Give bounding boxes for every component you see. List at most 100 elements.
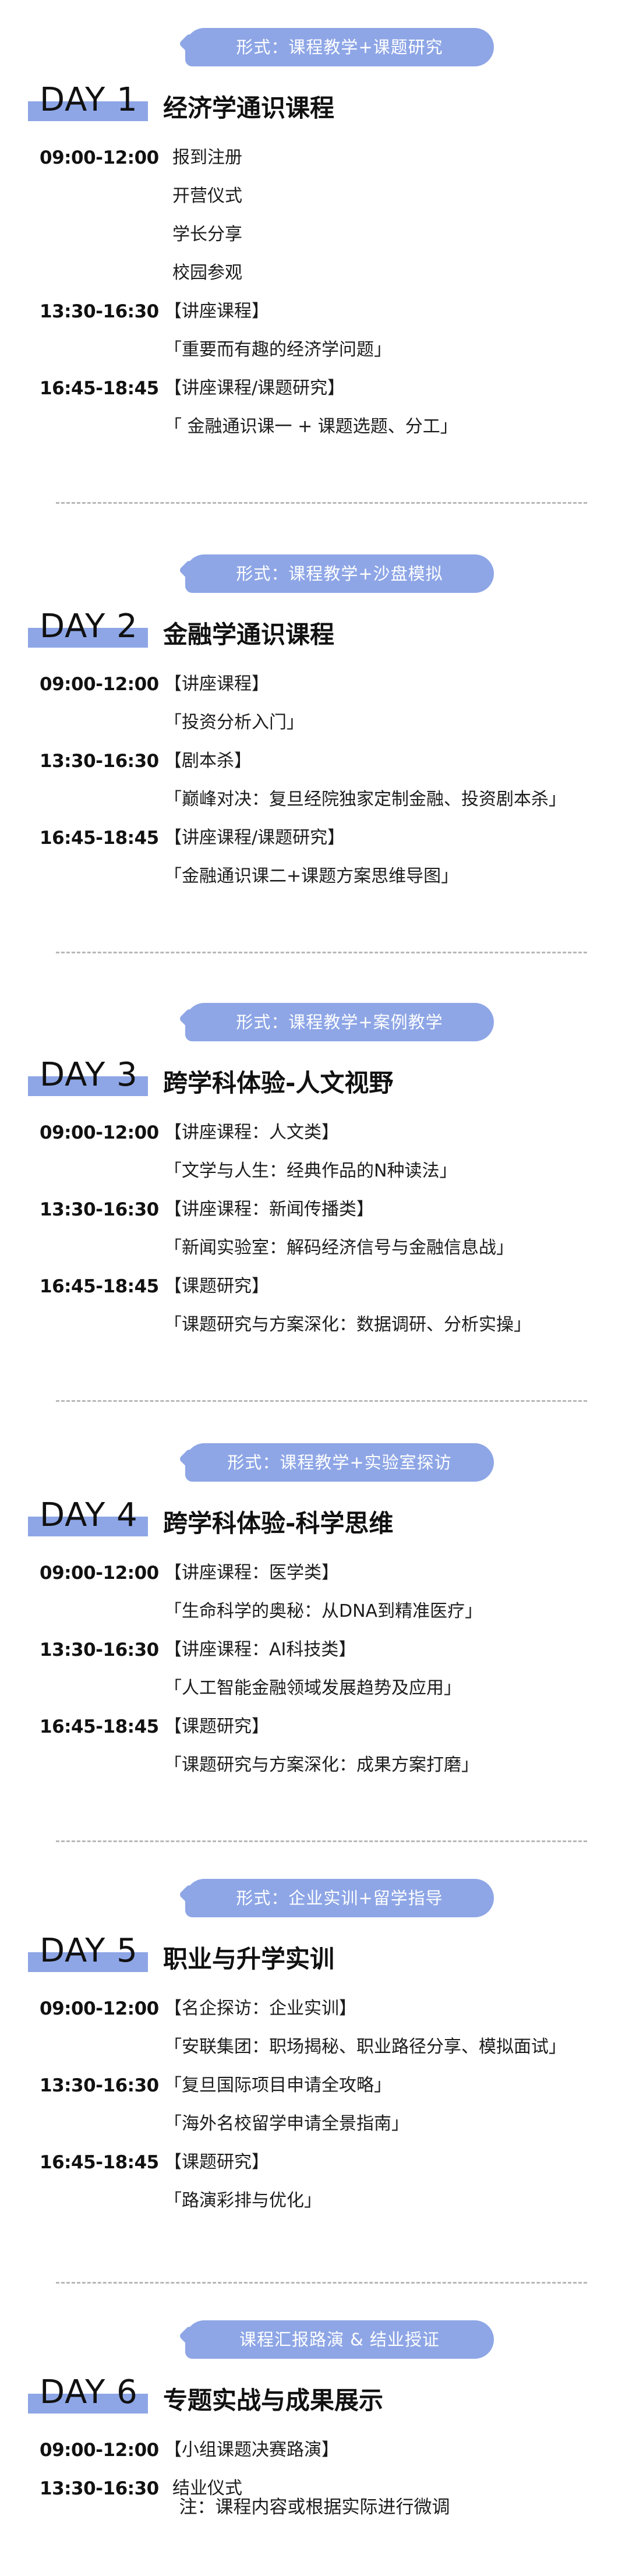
schedule-row: 「生命科学的奥秘：从DNA到精准医疗」 xyxy=(0,1597,629,1626)
row-text: 【讲座课程：人文类】 xyxy=(164,1122,339,1143)
schedule-row: 09:00-12:00 【讲座课程：人文类】 xyxy=(0,1118,629,1147)
schedule-row: 「课题研究与方案深化：成果方案打磨」 xyxy=(0,1751,629,1780)
schedule-row: 09:00-12:00 【名企探访：企业实训】 xyxy=(0,1994,629,2023)
row-text: 【课题研究】 xyxy=(164,1716,269,1737)
schedule-row: 校园参观 xyxy=(0,259,629,288)
row-text: 【名企探访：企业实训】 xyxy=(164,1998,356,2019)
row-time: 13:30-16:30 xyxy=(40,1199,159,1220)
schedule-row: 「文学与人生：经典作品的N种读法」 xyxy=(0,1157,629,1186)
day-5-accent-bar xyxy=(28,1952,148,1972)
row-text: 【课题研究】 xyxy=(164,1276,269,1296)
schedule-row: 学长分享 xyxy=(0,220,629,249)
day-6-accent-bar xyxy=(28,2394,148,2414)
row-text: 【讲座课程】 xyxy=(164,301,269,321)
row-time: 16:45-18:45 xyxy=(40,1276,159,1297)
schedule-row: 13:30-16:30 【讲座课程】 xyxy=(0,297,629,326)
row-text: 「生命科学的奥秘：从DNA到精准医疗」 xyxy=(164,1601,483,1621)
row-text: 「课题研究与方案深化：数据调研、分析实操」 xyxy=(164,1314,531,1335)
day-1-accent-bar xyxy=(28,101,148,121)
row-time: 09:00-12:00 xyxy=(40,2440,159,2461)
row-text: 【课题研究】 xyxy=(164,2152,269,2172)
day-2-accent-bar xyxy=(28,628,148,648)
day-6-format-pill: 课程汇报路演 & 结业授证 xyxy=(185,2320,494,2359)
schedule-row: 09:00-12:00 【小组课题决赛路演】 xyxy=(0,2436,629,2465)
day-6-title: 专题实战与成果展示 xyxy=(163,2386,384,2415)
schedule-row: 「安联集团：职场揭秘、职业路径分享、模拟面试」 xyxy=(0,2033,629,2062)
day-1-label: DAY 1 xyxy=(40,81,138,119)
row-text: 校园参观 xyxy=(172,263,242,283)
day-1-format-pill: 形式：课程教学+课题研究 xyxy=(185,28,494,66)
schedule-row: 16:45-18:45 【讲座课程/课题研究】 xyxy=(0,374,629,403)
row-time: 13:30-16:30 xyxy=(40,751,159,772)
row-time: 09:00-12:00 xyxy=(40,147,159,168)
row-time: 09:00-12:00 xyxy=(40,1563,159,1584)
section-divider xyxy=(56,502,587,504)
row-text: 「巅峰对决：复旦经院独家定制金融、投资剧本杀」 xyxy=(164,789,566,810)
row-text: 【讲座课程：AI科技类】 xyxy=(164,1639,356,1660)
section-divider xyxy=(56,1840,587,1842)
day-3-format-pill: 形式：课程教学+案例教学 xyxy=(185,1003,494,1041)
row-time: 16:45-18:45 xyxy=(40,2152,159,2173)
schedule-row: 「海外名校留学申请全景指南」 xyxy=(0,2109,629,2139)
row-text: 【小组课题决赛路演】 xyxy=(164,2440,339,2460)
row-text: 报到注册 xyxy=(172,147,242,168)
row-text: 学长分享 xyxy=(172,224,242,245)
schedule-row: 「课题研究与方案深化：数据调研、分析实操」 xyxy=(0,1310,629,1340)
day-1-title: 经济学通识课程 xyxy=(163,94,335,122)
row-text: 结业仪式 xyxy=(172,2478,242,2499)
row-text: 【讲座课程】 xyxy=(164,674,269,694)
schedule-row: 「巅峰对决：复旦经院独家定制金融、投资剧本杀」 xyxy=(0,785,629,814)
row-time: 09:00-12:00 xyxy=(40,1998,159,2019)
footnote: 注：课程内容或根据实际进行微调 xyxy=(179,2497,450,2518)
schedule-row: 09:00-12:00 【讲座课程】 xyxy=(0,670,629,699)
schedule-row: 16:45-18:45 【课题研究】 xyxy=(0,2148,629,2177)
row-text: 「重要而有趣的经济学问题」 xyxy=(164,340,391,360)
row-text: 「课题研究与方案深化：成果方案打磨」 xyxy=(164,1755,479,1775)
row-time: 16:45-18:45 xyxy=(40,828,159,849)
schedule-row: 「重要而有趣的经济学问题」 xyxy=(0,335,629,365)
schedule-row: 「投资分析入门」 xyxy=(0,708,629,737)
row-time: 13:30-16:30 xyxy=(40,301,159,322)
row-time: 09:00-12:00 xyxy=(40,1122,159,1143)
schedule-row: 开营仪式 xyxy=(0,182,629,211)
row-text: 开营仪式 xyxy=(172,186,242,206)
row-time: 16:45-18:45 xyxy=(40,1716,159,1737)
day-6-label: DAY 6 xyxy=(40,2373,138,2411)
row-text: 「文学与人生：经典作品的N种读法」 xyxy=(164,1161,457,1181)
row-text: 【讲座课程/课题研究】 xyxy=(164,828,345,848)
section-divider xyxy=(56,1400,587,1402)
row-time: 16:45-18:45 xyxy=(40,378,159,399)
row-time: 09:00-12:00 xyxy=(40,674,159,695)
schedule-row: 「新闻实验室：解码经济信号与金融信息战」 xyxy=(0,1234,629,1263)
day-2-label: DAY 2 xyxy=(40,607,138,645)
schedule-row: 09:00-12:00 报到注册 xyxy=(0,143,629,172)
schedule-row: 16:45-18:45 【讲座课程/课题研究】 xyxy=(0,824,629,853)
row-text: 「新闻实验室：解码经济信号与金融信息战」 xyxy=(164,1238,514,1258)
row-text: 【讲座课程/课题研究】 xyxy=(164,378,345,398)
row-time: 13:30-16:30 xyxy=(40,2478,159,2499)
row-text: 【讲座课程：医学类】 xyxy=(164,1563,339,1583)
day-3-title: 跨学科体验-人文视野 xyxy=(163,1069,394,1097)
day-5-label: DAY 5 xyxy=(40,1932,138,1970)
schedule-row: 16:45-18:45 【课题研究】 xyxy=(0,1712,629,1741)
day-4-format-pill: 形式：课程教学+实验室探访 xyxy=(185,1443,494,1482)
schedule-row: 16:45-18:45 【课题研究】 xyxy=(0,1272,629,1301)
section-divider xyxy=(56,2282,587,2284)
day-5-title: 职业与升学实训 xyxy=(163,1945,335,1973)
schedule-row: 13:30-16:30 【讲座课程：新闻传播类】 xyxy=(0,1195,629,1224)
row-text: 【剧本杀】 xyxy=(164,751,252,771)
day-2-format-pill: 形式：课程教学+沙盘模拟 xyxy=(185,554,494,593)
schedule-row: 13:30-16:30 结业仪式 xyxy=(0,2474,629,2503)
row-text: 【讲座课程：新闻传播类】 xyxy=(164,1199,374,1220)
row-text: 「 金融通识课一 + 课题选题、分工」 xyxy=(164,416,458,437)
section-divider xyxy=(56,952,587,953)
day-3-label: DAY 3 xyxy=(40,1056,138,1094)
row-time: 13:30-16:30 xyxy=(40,2075,159,2096)
row-text: 「路演彩排与优化」 xyxy=(164,2190,321,2211)
row-text: 「海外名校留学申请全景指南」 xyxy=(164,2114,409,2134)
schedule-row: 13:30-16:30 【剧本杀】 xyxy=(0,747,629,776)
row-text: 「复旦国际项目申请全攻略」 xyxy=(164,2075,391,2096)
row-text: 「金融通识课二+课题方案思维导图」 xyxy=(164,866,459,886)
day-5-format-pill: 形式：企业实训+留学指导 xyxy=(185,1879,494,1917)
